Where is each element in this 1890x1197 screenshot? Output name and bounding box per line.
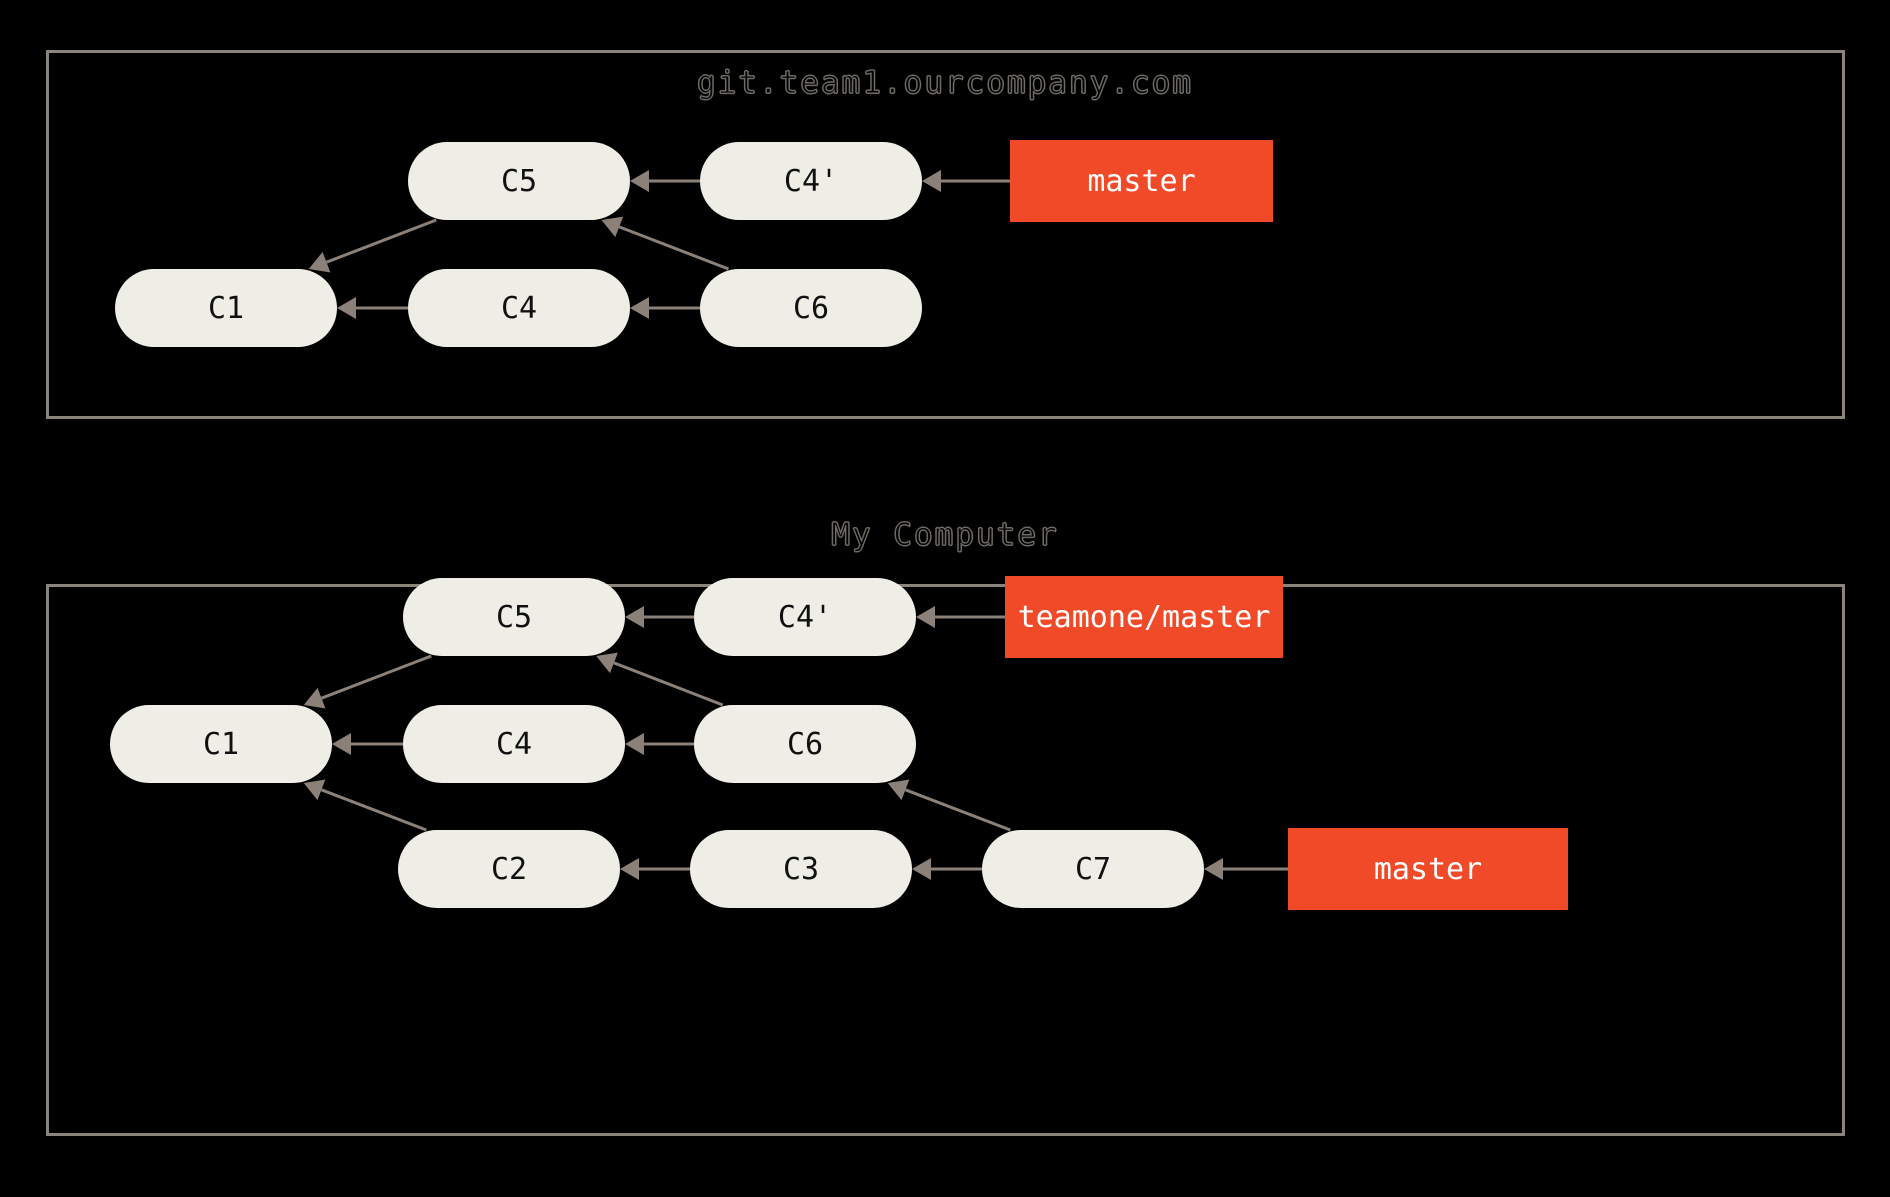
commit-node-local-c7[interactable]: C7: [982, 830, 1204, 908]
branch-label-local-master-label: master: [1373, 851, 1483, 887]
branch-label-remote-master-label: master: [1087, 163, 1196, 199]
commit-node-remote-c1-label: C1: [207, 290, 245, 326]
panel-local-title: My Computer: [831, 517, 1059, 554]
commit-node-remote-c4prime[interactable]: C4': [700, 142, 922, 220]
commit-node-local-c7-label: C7: [1074, 851, 1112, 887]
commit-node-local-c2[interactable]: C2: [398, 830, 620, 908]
commit-node-remote-c5[interactable]: C5: [408, 142, 630, 220]
commit-node-remote-c1[interactable]: C1: [115, 269, 337, 347]
commit-node-local-c4prime-label: C4': [777, 599, 833, 635]
commit-node-remote-c5-label: C5: [500, 163, 538, 199]
commit-node-local-c3[interactable]: C3: [690, 830, 912, 908]
commit-node-local-c1[interactable]: C1: [110, 705, 332, 783]
commit-node-remote-c6-label: C6: [792, 290, 830, 326]
panel-remote-title: git.team1.ourcompany.com: [697, 65, 1193, 102]
panel-remote-repository: [46, 50, 1845, 419]
commit-node-remote-c4-label: C4: [500, 290, 538, 326]
commit-node-local-c3-label: C3: [782, 851, 820, 887]
commit-node-local-c5[interactable]: C5: [403, 578, 625, 656]
commit-node-local-c4-label: C4: [495, 726, 533, 762]
commit-node-remote-c4[interactable]: C4: [408, 269, 630, 347]
branch-label-local-teamone-master[interactable]: teamone/master: [1005, 576, 1283, 658]
branch-label-local-teamone-master-label: teamone/master: [1017, 599, 1271, 635]
commit-node-remote-c4prime-label: C4': [783, 163, 839, 199]
commit-node-remote-c6[interactable]: C6: [700, 269, 922, 347]
commit-node-local-c4[interactable]: C4: [403, 705, 625, 783]
branch-label-local-master[interactable]: master: [1288, 828, 1568, 910]
commit-node-local-c4prime[interactable]: C4': [694, 578, 916, 656]
commit-node-local-c1-label: C1: [202, 726, 240, 762]
commit-node-local-c2-label: C2: [490, 851, 528, 887]
branch-label-remote-master[interactable]: master: [1010, 140, 1273, 222]
commit-node-local-c6-label: C6: [786, 726, 824, 762]
panel-local-repository: [46, 584, 1845, 1136]
commit-node-local-c5-label: C5: [495, 599, 533, 635]
commit-node-local-c6[interactable]: C6: [694, 705, 916, 783]
